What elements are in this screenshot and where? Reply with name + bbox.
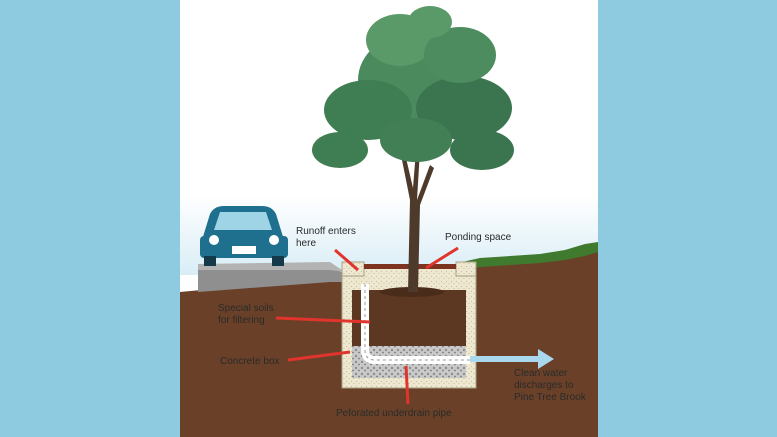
box-rim-right <box>456 262 476 276</box>
right-background-band <box>597 0 777 437</box>
tree-icon <box>312 6 514 170</box>
car-icon <box>200 206 288 266</box>
tree-filter-diagram: Runoff enters here Ponding space Special… <box>180 0 598 437</box>
label-concrete-box: Concrete box <box>220 356 279 368</box>
label-underdrain-pipe: Peforated underdrain pipe <box>336 408 452 420</box>
label-special-soils: Special soils for filtering <box>218 303 298 327</box>
leader-underdrain <box>406 366 408 404</box>
left-background-band <box>0 0 180 437</box>
label-clean-water: Clean water discharges to Pine Tree Broo… <box>514 368 598 404</box>
label-runoff-enters: Runoff enters here <box>296 226 366 250</box>
label-ponding-space: Ponding space <box>445 232 511 244</box>
